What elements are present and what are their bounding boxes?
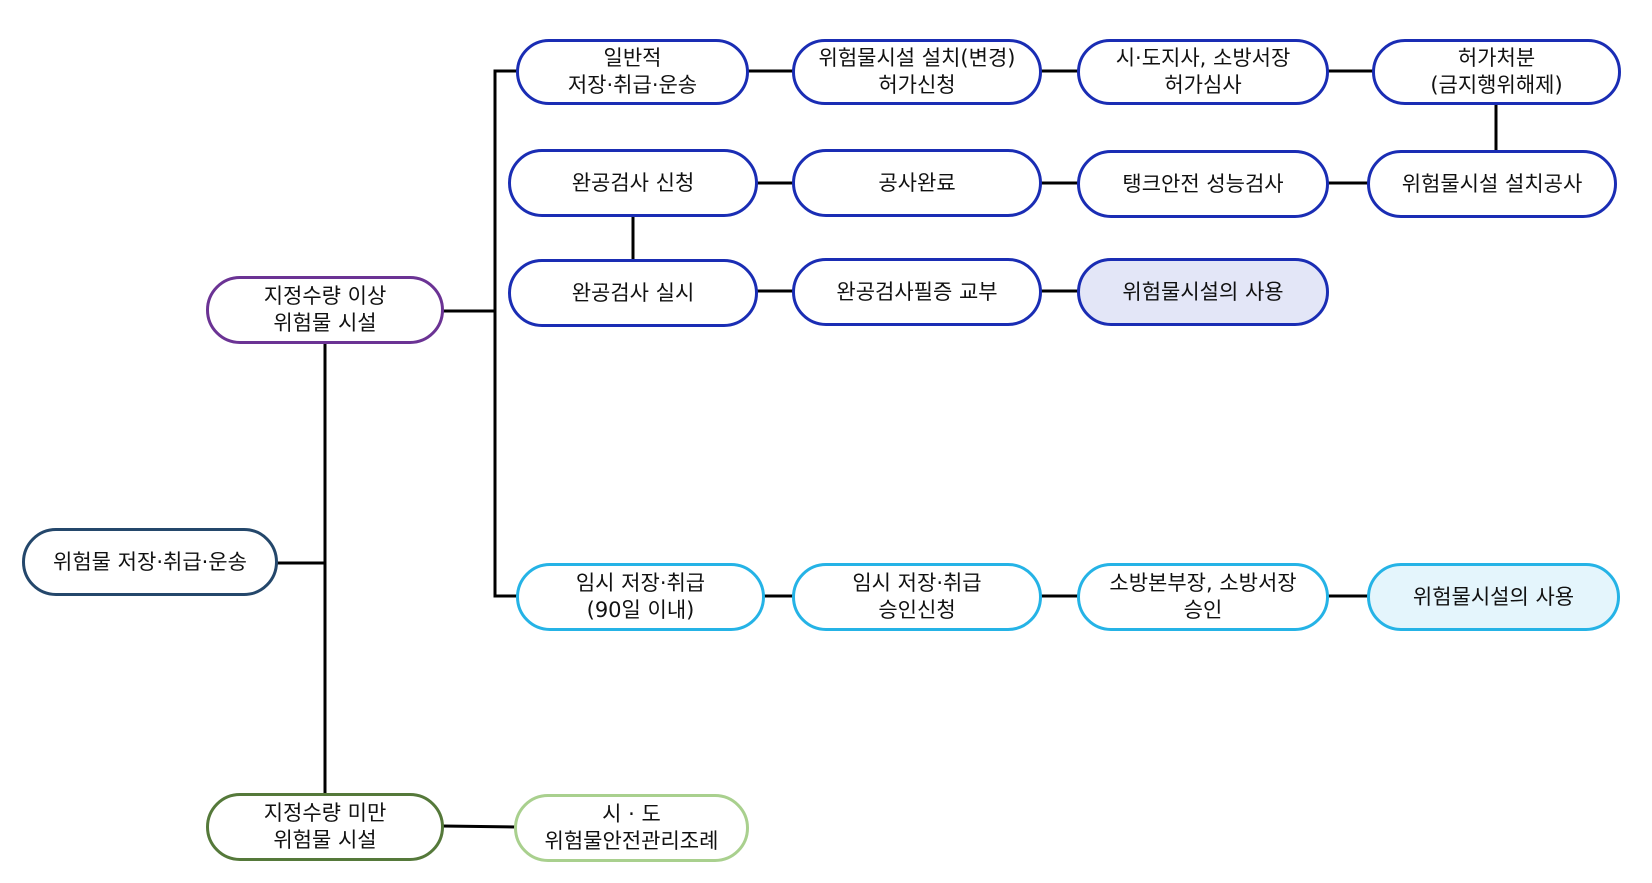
temp-storage-node: 임시 저장·취급 (90일 이내) xyxy=(516,563,765,631)
temp-apply-node: 임시 저장·취급 승인신청 xyxy=(792,563,1042,631)
below-quantity-node: 지정수량 미만 위험물 시설 xyxy=(206,793,444,861)
connector-line xyxy=(441,824,517,829)
above-quantity-node: 지정수량 이상 위험물 시설 xyxy=(206,276,444,344)
inspect-do-node: 완공검사 실시 xyxy=(508,259,758,327)
use-facility-node: 위험물시설의 사용 xyxy=(1077,258,1329,326)
ordinance-node: 시 · 도 위험물안전관리조례 xyxy=(514,794,749,862)
general-storage-node: 일반적 저장·취급·운송 xyxy=(516,39,749,105)
permit-review-node: 시·도지사, 소방서장 허가심사 xyxy=(1077,39,1329,105)
install-work-node: 위험물시설 설치공사 xyxy=(1367,150,1617,218)
work-done-node: 공사완료 xyxy=(792,149,1042,217)
root-node: 위험물 저장·취급·운송 xyxy=(22,528,278,596)
permit-grant-node: 허가처분 (금지행위해제) xyxy=(1372,39,1621,105)
temp-approve-node: 소방본부장, 소방서장 승인 xyxy=(1077,563,1329,631)
tank-test-node: 탱크안전 성능검사 xyxy=(1077,150,1329,218)
cert-issue-node: 완공검사필증 교부 xyxy=(792,258,1042,326)
permit-apply-node: 위험물시설 설치(변경) 허가신청 xyxy=(792,39,1042,105)
use-facility-temp-node: 위험물시설의 사용 xyxy=(1367,563,1620,631)
inspect-apply-node: 완공검사 신청 xyxy=(508,149,758,217)
